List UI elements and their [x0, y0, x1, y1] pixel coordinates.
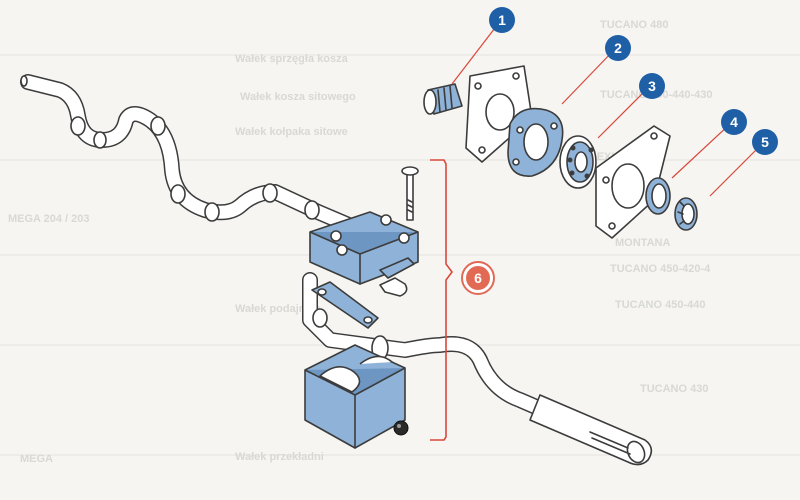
callout-4-circle	[721, 109, 747, 135]
clamp-plate	[311, 281, 379, 329]
bg-text-1: TUCANO 480	[600, 19, 668, 31]
bg-text-9: TUCANO 450-420-4	[610, 263, 711, 275]
bolt	[401, 166, 419, 221]
callout-3: 3	[639, 73, 665, 99]
lower-output-shaft	[302, 272, 653, 466]
callout-3-label: 3	[648, 78, 656, 94]
callout-5-label: 5	[761, 134, 769, 150]
part-1-pin	[423, 83, 463, 115]
callout-4-label: 4	[730, 114, 738, 130]
callout-2-label: 2	[614, 40, 622, 56]
part-3-bearing	[559, 135, 597, 189]
bg-text-4: Wałek kosza sitowego	[240, 91, 356, 103]
lower-bearing-block	[304, 344, 409, 449]
bg-text-6: MEGA 204 / 203	[8, 213, 90, 225]
bg-text-13: MEGA	[20, 453, 53, 465]
callout-2-circle	[605, 35, 631, 61]
bg-text-12: TUCANO 430	[640, 383, 708, 395]
callout-5: 5	[752, 129, 778, 155]
bg-text-7: Wałek kołpaka sitowe	[235, 126, 348, 138]
flange-plate-2	[595, 125, 671, 239]
bg-text-14: Wałek przekładni	[235, 451, 324, 463]
bg-text-8: MONTANA	[615, 237, 670, 249]
upper-pillow-block	[309, 211, 419, 297]
callout-3-circle	[639, 73, 665, 99]
callout-5-circle	[752, 129, 778, 155]
bg-text-2: Wałek sprzęgła kosza	[235, 53, 349, 65]
leader-lines	[430, 23, 763, 441]
part-4-ring	[645, 177, 671, 215]
callout-4: 4	[721, 109, 747, 135]
upper-crankshaft	[20, 74, 373, 240]
flange-plate-1	[465, 65, 533, 163]
part-5-tapered-roller	[674, 197, 698, 231]
callout-6-circle	[466, 266, 490, 290]
callout-6-bracket	[430, 159, 453, 441]
bg-text-10: Wałek podajnika	[235, 303, 322, 315]
callout-1-label: 1	[498, 12, 506, 28]
bearing-assembly	[423, 65, 698, 239]
callout-1-circle	[489, 7, 515, 33]
callout-6-label: 6	[474, 270, 482, 286]
part-2-flange	[507, 107, 564, 177]
callout-2: 2	[605, 35, 631, 61]
callout-6: 6	[461, 261, 495, 295]
callout-1: 1	[489, 7, 515, 33]
bg-text-11: TUCANO 450-440	[615, 299, 705, 311]
